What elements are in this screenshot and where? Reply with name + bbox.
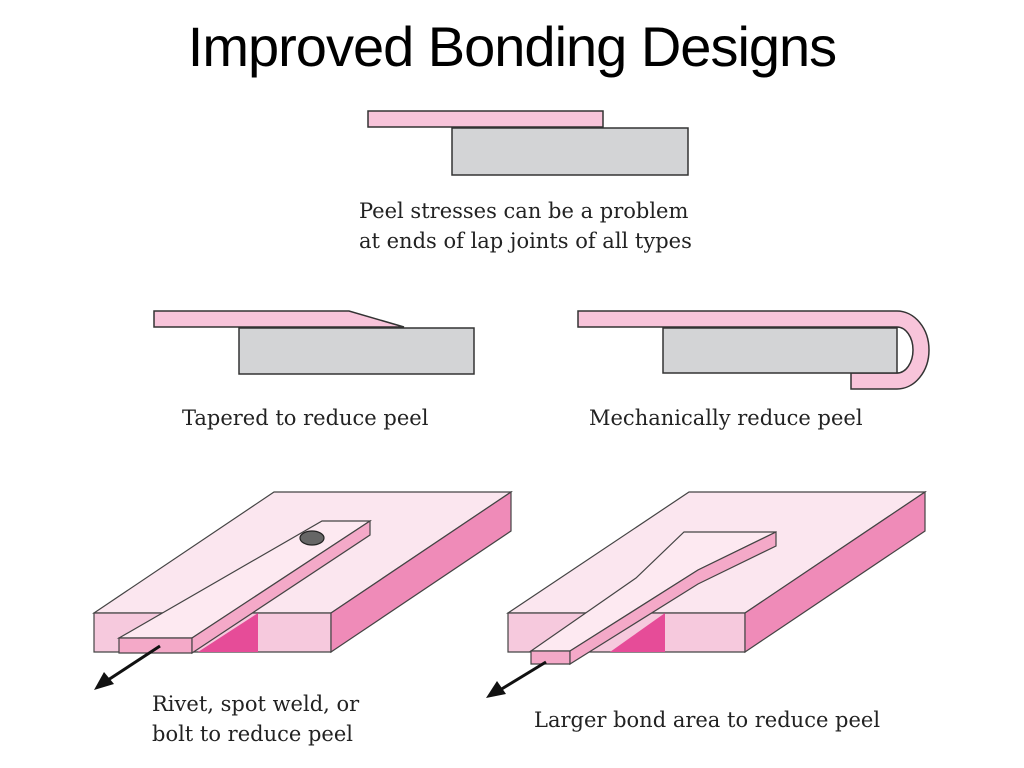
plate-side bbox=[330, 490, 512, 654]
load-arrow-line bbox=[107, 644, 161, 682]
strip-side bbox=[569, 531, 777, 666]
substrate-plate bbox=[662, 327, 898, 374]
load-arrow-line bbox=[499, 660, 547, 692]
rivet-caption: Rivet, spot weld, or bolt to reduce peel bbox=[152, 692, 360, 746]
load-arrow-icon bbox=[94, 672, 114, 690]
wrap-around-adherend bbox=[577, 310, 930, 390]
larger-area-caption: Larger bond area to reduce peel bbox=[534, 708, 881, 732]
plate-side bbox=[744, 490, 926, 654]
mechanical-caption: Mechanically reduce peel bbox=[589, 406, 863, 430]
substrate-plate bbox=[451, 127, 689, 176]
substrate-plate bbox=[238, 327, 475, 375]
mechanical-joint-diagram bbox=[577, 310, 930, 390]
tapered-caption: Tapered to reduce peel bbox=[182, 406, 429, 430]
lap-joint-caption: Peel stresses can be a problem at ends o… bbox=[359, 199, 692, 253]
tapered-joint-diagram bbox=[153, 310, 475, 375]
groove-shadow bbox=[610, 613, 665, 652]
rivet-icon bbox=[299, 530, 325, 546]
tapered-adherend bbox=[153, 310, 405, 328]
larger-area-joint-diagram bbox=[486, 490, 927, 698]
load-arrow-icon bbox=[486, 681, 506, 698]
rivet-joint-diagram bbox=[92, 490, 513, 690]
groove-shadow bbox=[198, 613, 258, 652]
adherend-strip bbox=[367, 110, 604, 128]
lap-joint-diagram bbox=[367, 110, 689, 176]
strip-side bbox=[191, 519, 371, 655]
strip-front bbox=[530, 650, 571, 665]
page-title: Improved Bonding Designs bbox=[187, 15, 837, 78]
strip-front bbox=[118, 637, 193, 654]
